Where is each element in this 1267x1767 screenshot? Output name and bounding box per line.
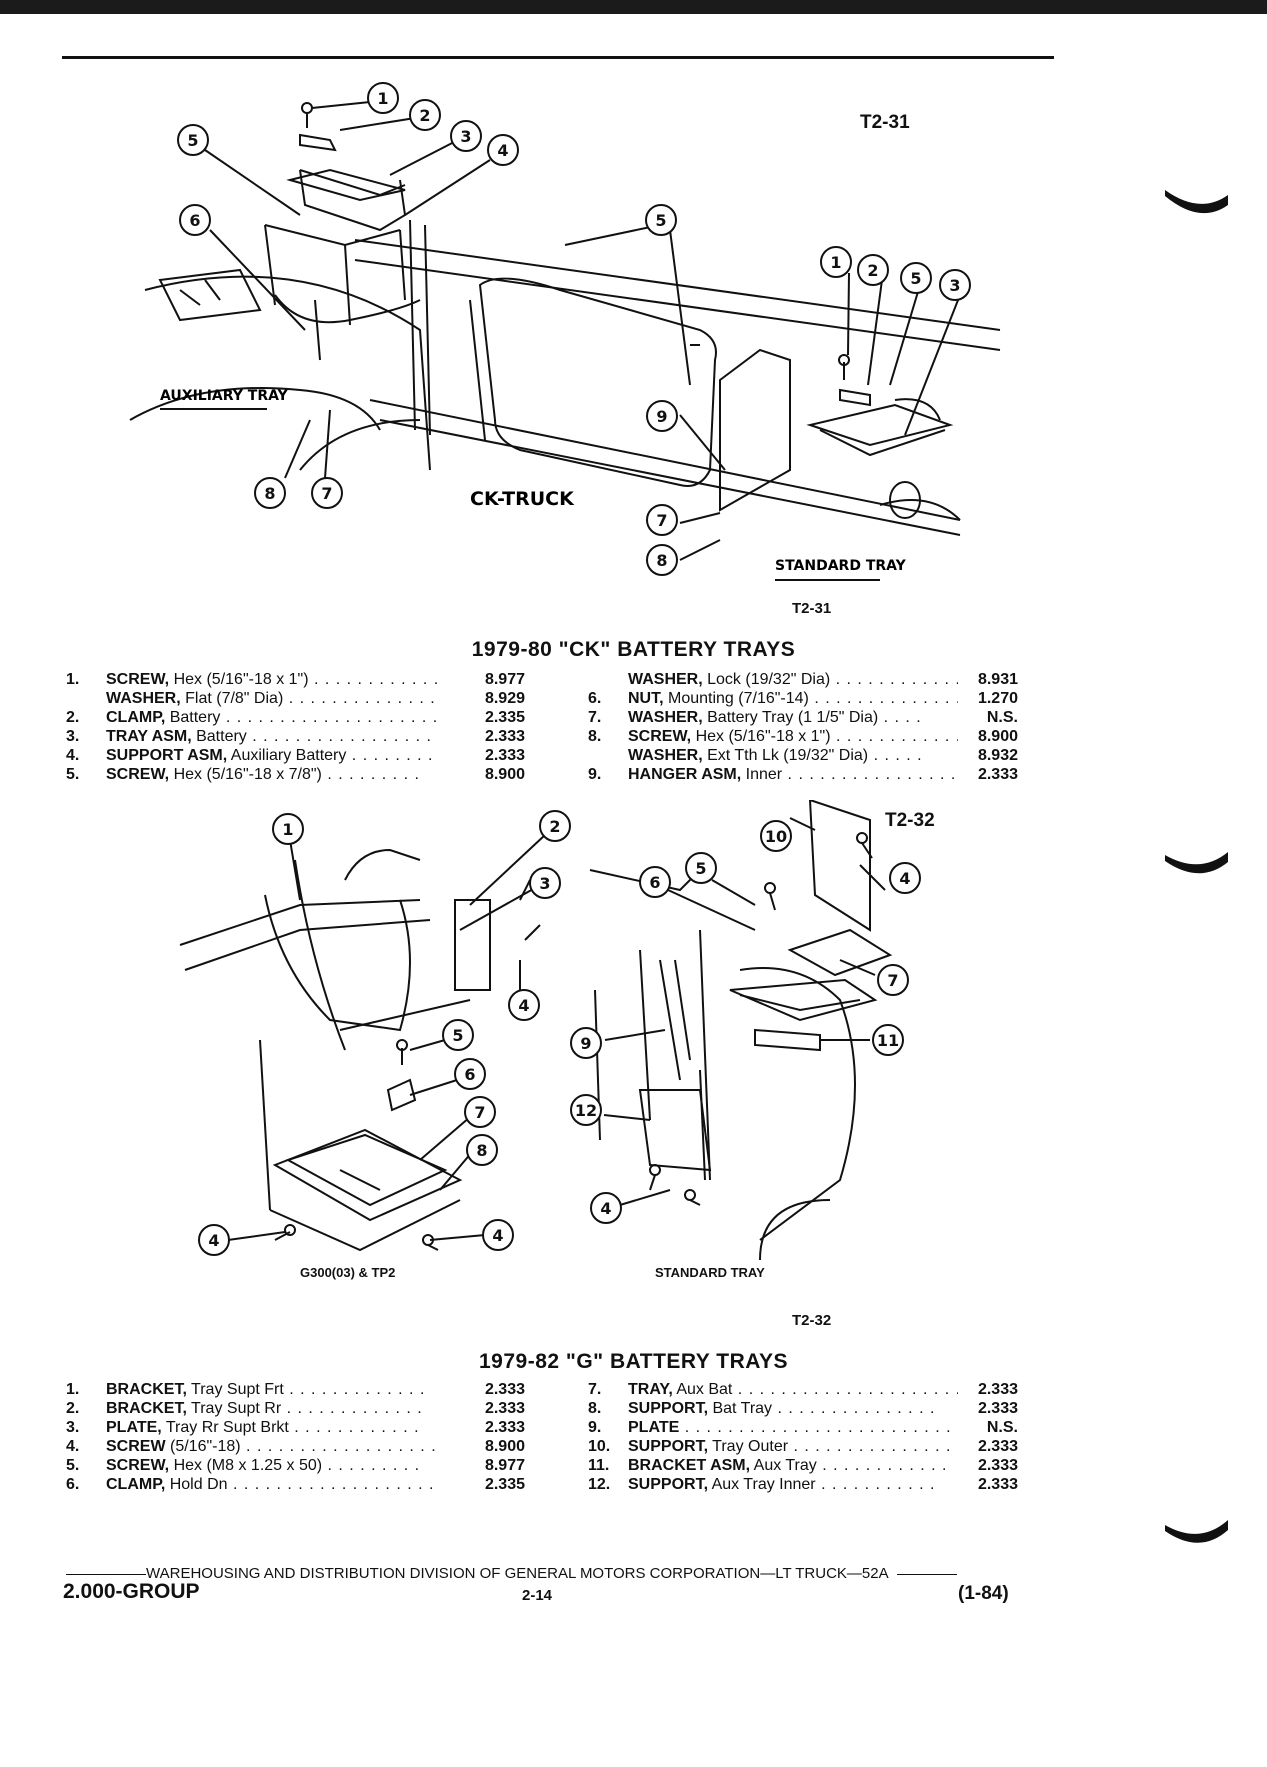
figure2-code-bottom: T2-32 bbox=[792, 1312, 832, 1329]
callout-6b: 6 bbox=[649, 873, 660, 892]
callout-4b: 4 bbox=[208, 1231, 219, 1250]
callout-4c: 4 bbox=[492, 1226, 503, 1245]
callout-1b: 1 bbox=[830, 253, 841, 272]
callout-9: 9 bbox=[656, 407, 667, 426]
callout-8: 8 bbox=[476, 1141, 487, 1160]
footer-page-number: 2-14 bbox=[522, 1587, 553, 1604]
callout-3b: 3 bbox=[949, 276, 960, 295]
section2-title: 1979-82 "G" BATTERY TRAYS bbox=[478, 1350, 788, 1373]
callout-1: 1 bbox=[282, 820, 293, 839]
callout-5c: 5 bbox=[910, 269, 921, 288]
section1-title: 1979-80 "CK" BATTERY TRAYS bbox=[471, 638, 796, 661]
callout-7: 7 bbox=[321, 484, 332, 503]
callout-7: 7 bbox=[474, 1103, 485, 1122]
figure1-code-bottom: T2-31 bbox=[792, 600, 832, 617]
callout-3: 3 bbox=[460, 127, 471, 146]
callout-7b: 7 bbox=[887, 971, 898, 990]
callout-7b: 7 bbox=[656, 511, 667, 530]
callout-1: 1 bbox=[377, 89, 388, 108]
callout-5: 5 bbox=[452, 1026, 463, 1045]
callout-9: 9 bbox=[580, 1034, 591, 1053]
callout-11: 11 bbox=[877, 1031, 899, 1050]
figure1-code-top: T2-31 bbox=[860, 112, 910, 133]
figure2-caption-right: STANDARD TRAY bbox=[655, 1265, 765, 1280]
callout-5b: 5 bbox=[695, 859, 706, 878]
header-rule bbox=[62, 56, 1054, 59]
footer-division: WAREHOUSING AND DISTRIBUTION DIVISION OF… bbox=[66, 1565, 957, 1582]
standard-tray-label: STANDARD TRAY bbox=[775, 558, 907, 574]
footer-date: (1-84) bbox=[958, 1583, 1009, 1604]
figure-ck-truck-illustration: AUXILIARY TRAY CK-TRUCK STANDARD TRAY 1 … bbox=[129, 82, 1001, 581]
callout-4: 4 bbox=[518, 996, 529, 1015]
scan-top-edge bbox=[0, 0, 1267, 14]
callout-8b: 8 bbox=[656, 551, 667, 570]
auxiliary-tray-label: AUXILIARY TRAY bbox=[160, 388, 289, 404]
figure2-caption-left: G300(03) & TP2 bbox=[300, 1265, 396, 1280]
figure-g-trays-illustration: 1 2 3 4 5 6 7 8 4 4 10 4 5 6 7 11 9 12 4 bbox=[179, 800, 921, 1261]
callout-4d: 4 bbox=[899, 869, 910, 888]
callout-12: 12 bbox=[575, 1101, 597, 1120]
callout-2: 2 bbox=[419, 106, 430, 125]
callout-3: 3 bbox=[539, 874, 550, 893]
callout-8: 8 bbox=[264, 484, 275, 503]
callout-2b: 2 bbox=[867, 261, 878, 280]
ck-truck-label: CK-TRUCK bbox=[470, 488, 575, 510]
callout-5b: 5 bbox=[655, 211, 666, 230]
footer-group: 2.000-GROUP bbox=[63, 1580, 200, 1603]
callout-10: 10 bbox=[765, 827, 787, 846]
callout-4e: 4 bbox=[600, 1199, 611, 1218]
figure2-code-top: T2-32 bbox=[885, 810, 935, 831]
callout-2: 2 bbox=[549, 817, 560, 836]
callout-6: 6 bbox=[189, 211, 200, 230]
callout-5: 5 bbox=[187, 131, 198, 150]
callout-6: 6 bbox=[464, 1065, 475, 1084]
callout-4: 4 bbox=[497, 141, 508, 160]
